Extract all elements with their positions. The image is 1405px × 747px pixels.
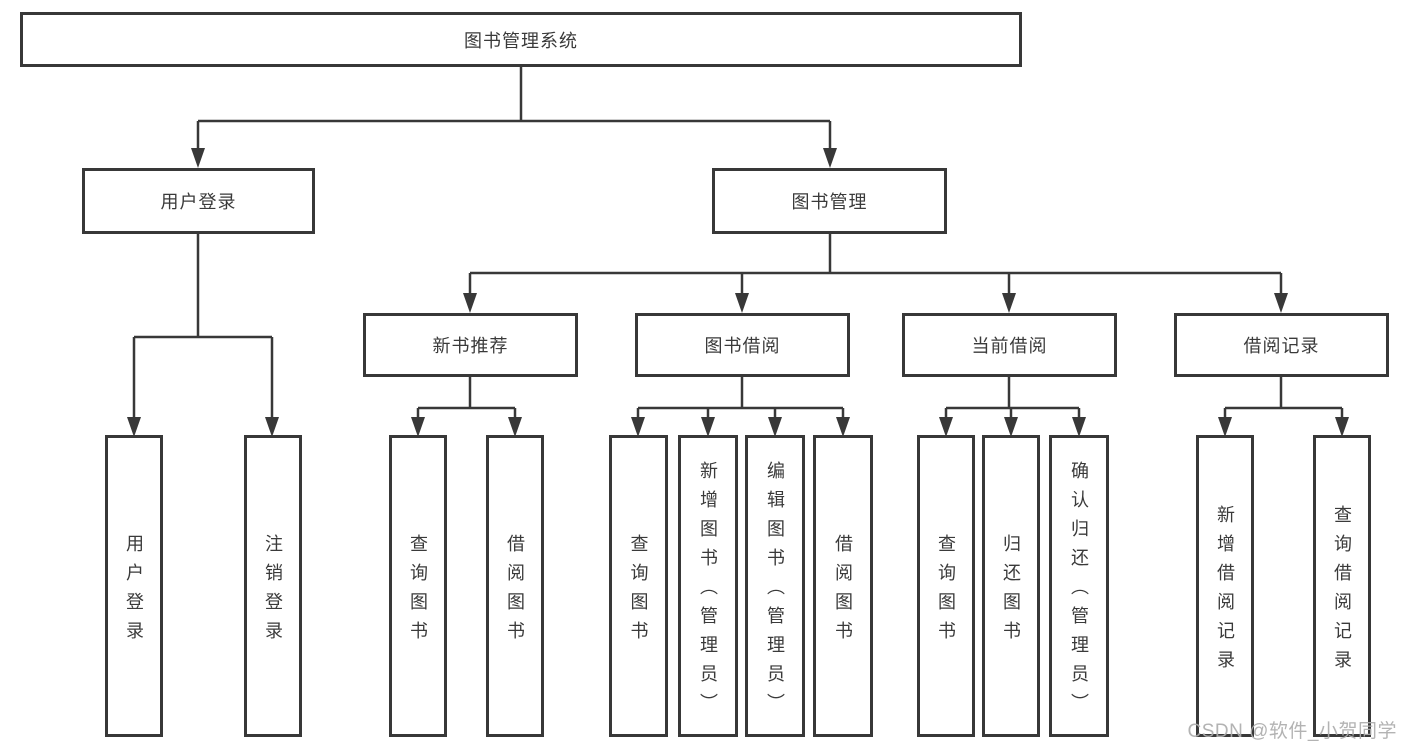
leaf-logout: 注销登录 — [244, 435, 302, 737]
node-label: 图书管理系统 — [464, 30, 578, 51]
leaf-query-books-recommend: 查询图书 — [389, 435, 447, 737]
leaf-borrow-books-recommend: 借阅图书 — [486, 435, 544, 737]
node-label: 新书推荐 — [432, 336, 509, 356]
leaf-return-books: 归还图书 — [982, 435, 1040, 737]
leaf-confirm-return-admin: 确认归还（管理员） — [1049, 435, 1109, 737]
leaf-add-borrow-record: 新增借阅记录 — [1196, 435, 1254, 737]
leaf-label: 编辑图书（管理员） — [765, 461, 785, 722]
leaf-label: 查询图书 — [936, 533, 956, 650]
node-library-management-system: 图书管理系统 — [20, 12, 1022, 67]
arrowhead-icons — [127, 148, 1349, 437]
leaf-label: 新增图书（管理员） — [698, 461, 718, 722]
leaf-label: 确认归还（管理员） — [1069, 461, 1089, 722]
leaf-label: 查询借阅记录 — [1332, 504, 1352, 679]
node-label: 图书管理 — [791, 192, 868, 212]
leaf-query-borrow-record: 查询借阅记录 — [1313, 435, 1371, 737]
node-user-login: 用户登录 — [82, 168, 315, 234]
leaf-label: 新增借阅记录 — [1215, 504, 1235, 679]
node-book-management: 图书管理 — [712, 168, 947, 234]
leaf-borrow-books: 借阅图书 — [813, 435, 873, 737]
leaf-label: 借阅图书 — [505, 533, 525, 650]
leaf-label: 用户登录 — [124, 533, 144, 650]
leaf-label: 查询图书 — [408, 533, 428, 650]
node-book-borrowing: 图书借阅 — [635, 313, 850, 377]
csdn-watermark: CSDN @软件_小贺同学 — [1187, 721, 1397, 742]
leaf-label: 归还图书 — [1001, 533, 1021, 650]
node-borrowing-records: 借阅记录 — [1174, 313, 1389, 377]
node-label: 当前借阅 — [971, 336, 1048, 356]
node-new-book-recommendation: 新书推荐 — [363, 313, 578, 377]
leaf-add-books-admin: 新增图书（管理员） — [678, 435, 738, 737]
leaf-label: 借阅图书 — [833, 533, 853, 650]
leaf-query-books-borrowing: 查询图书 — [609, 435, 668, 737]
node-label: 借阅记录 — [1243, 336, 1320, 356]
node-label: 图书借阅 — [704, 336, 781, 356]
leaf-edit-books-admin: 编辑图书（管理员） — [745, 435, 805, 737]
leaf-user-login: 用户登录 — [105, 435, 163, 737]
leaf-label: 查询图书 — [628, 533, 649, 650]
leaf-query-books-current: 查询图书 — [917, 435, 975, 737]
node-current-borrowing: 当前借阅 — [902, 313, 1117, 377]
node-label: 用户登录 — [160, 192, 237, 212]
leaf-label: 注销登录 — [263, 533, 283, 650]
